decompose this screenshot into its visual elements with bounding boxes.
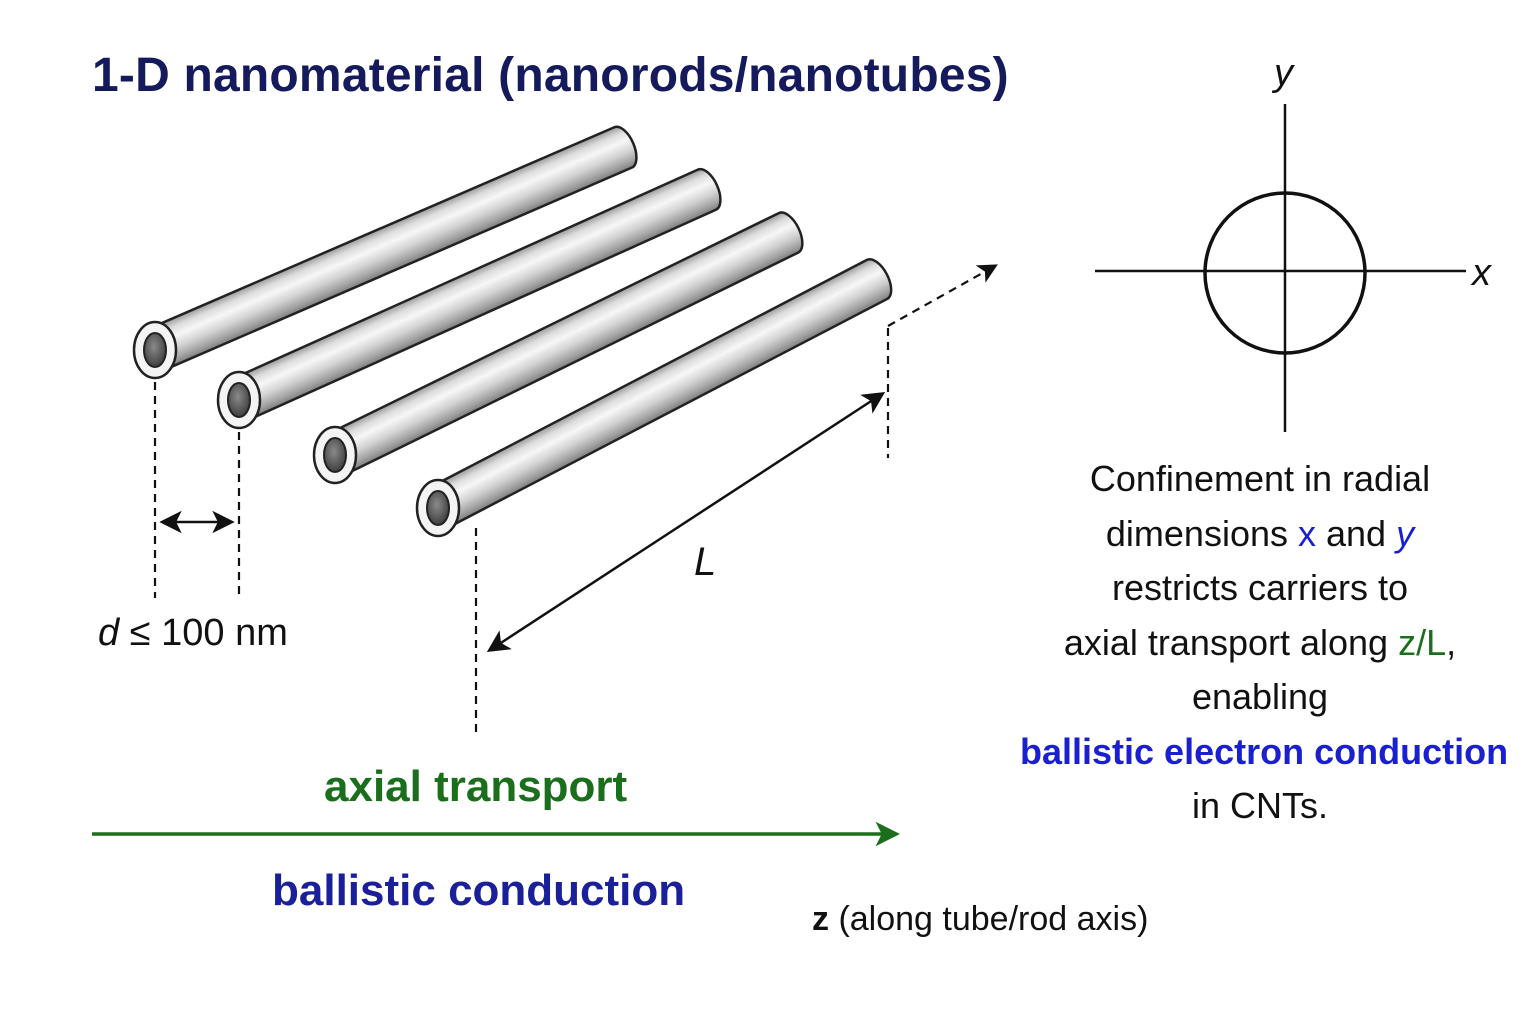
desc-line-7: in CNTs.	[1191, 785, 1329, 826]
z-axis-label: z (along tube/rod axis)	[812, 900, 1148, 939]
desc-line-2-b: and	[1316, 512, 1397, 554]
desc-line-5: enabling	[1191, 676, 1329, 717]
axial-transport-label: axial transport	[324, 762, 628, 811]
desc-y-highlight: y	[1396, 512, 1415, 554]
nanotube-2	[216, 167, 722, 430]
desc-line-2: dimensions x and y	[1020, 507, 1500, 562]
nanotube-1	[132, 125, 638, 380]
length-guide-diagonal	[887, 264, 998, 327]
desc-line-4-a: axial transport along	[1063, 621, 1399, 663]
z-axis-text: (along tube/rod axis)	[838, 900, 1149, 938]
x-axis-label: x	[1472, 252, 1491, 294]
diameter-relation: ≤ 100 nm	[129, 612, 288, 654]
desc-line-2-a: dimensions	[1105, 512, 1298, 554]
cross-section-circle	[1203, 191, 1367, 355]
confinement-description: Confinement in radial dimensions x and y…	[1020, 452, 1509, 834]
length-label: L	[694, 540, 717, 584]
desc-line-4-b: ,	[1446, 621, 1457, 663]
ballistic-conduction-label: ballistic conduction	[272, 866, 686, 915]
desc-line-6: ballistic electron conduction	[1020, 730, 1509, 772]
diameter-label: d ≤ 100 nm	[98, 612, 288, 655]
nanotube-3	[312, 211, 804, 485]
desc-line-3: restricts carriers to	[1111, 567, 1409, 608]
desc-line-1: Confinement in radial	[1089, 458, 1431, 499]
desc-zl-highlight: z/L	[1398, 621, 1447, 663]
desc-line-4: axial transport along z/L,	[1020, 616, 1500, 671]
length-arrow	[486, 391, 886, 653]
desc-x-highlight: x	[1298, 512, 1316, 554]
page-title: 1-D nanomaterial (nanorods/nanotubes)	[92, 49, 1009, 102]
z-axis-symbol: z	[812, 900, 829, 938]
diameter-symbol: d	[98, 612, 120, 654]
y-axis-label: y	[1274, 52, 1293, 94]
